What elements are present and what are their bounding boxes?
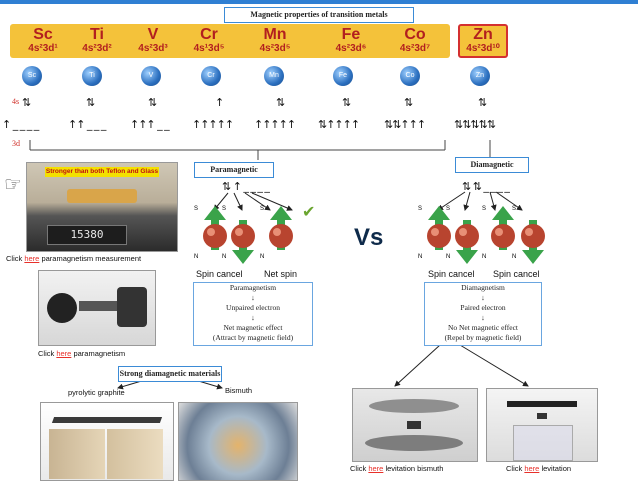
bismuth-label: Bismuth (225, 386, 253, 395)
pyrolytic-graphite-photo (40, 402, 174, 481)
dia-orbital-diagram: ⇅ ⇅ _ _ _ _ (462, 180, 510, 193)
paramagnetic-label: Paramagnetic (194, 162, 274, 178)
element-ball-sc: Sc (22, 66, 42, 86)
para-net-spin-label: Net spin (264, 269, 298, 279)
pole-label: S (512, 206, 517, 212)
element-ball-cr: Cr (201, 66, 221, 86)
element-symbol: Fe (341, 26, 361, 43)
label-4s: 4s (12, 97, 20, 106)
para-orbital-diagram: ⇅ ↑ _ _ _ _ (222, 180, 270, 193)
pole-label: S (418, 206, 423, 212)
spin-arrow-icon (203, 206, 227, 250)
element-symbol: Ti (90, 26, 104, 43)
element-symbol: Mn (263, 26, 287, 43)
dia-spin-cancel-label-2: Spin cancel (493, 269, 540, 279)
pole-label: N (418, 254, 423, 260)
paramagnetism-box: Paramagnetism ↓ Unpaired electron ↓ Net … (193, 282, 313, 346)
spin-arrow-icon (491, 206, 515, 250)
element-symbol: V (147, 26, 159, 43)
element-symbol: Sc (33, 26, 53, 43)
diamagnetism-box: Diamagnetism ↓ Paired electron ↓ No Net … (424, 282, 542, 346)
pole-label: N (482, 254, 487, 260)
element-symbol: Cr (200, 26, 218, 43)
pole-label: S (482, 206, 487, 212)
scale-readout: 15380 (47, 225, 127, 245)
caption-lev-bismuth[interactable]: Click here levitation bismuth (350, 464, 444, 473)
config-strip (10, 24, 450, 58)
measurement-photo: Stronger than both Teflon and Glass 1538… (26, 162, 178, 252)
pole-label: S (194, 206, 199, 212)
pole-label: S (446, 206, 451, 212)
pointing-hand-icon: ☞ (4, 172, 22, 196)
here-link-lev-bismuth[interactable]: here (368, 464, 384, 473)
caption-para-measure[interactable]: Click here paramagnetism measurement (6, 254, 142, 263)
pole-label: S (222, 206, 227, 212)
pole-label: N (512, 254, 517, 260)
dia-spin-cancel-label-1: Spin cancel (428, 269, 475, 279)
top-accent-bar (0, 0, 638, 4)
levitation-bismuth-photo (352, 388, 478, 462)
spin-arrow-icon (231, 220, 255, 264)
element-config: 4s²3d³ (138, 43, 168, 54)
element-config: 4s²3d¹⁰ (466, 43, 500, 54)
element-ball-co: Co (400, 66, 420, 86)
bismuth-photo (178, 402, 298, 481)
element-config: 4s²3d² (82, 43, 112, 54)
element-config: 4s¹3d⁵ (193, 43, 225, 54)
element-symbol: Zn (473, 26, 493, 43)
element-config: 4s²3d⁶ (335, 43, 367, 54)
label-3d: 3d (12, 139, 20, 148)
spin-arrow-icon (521, 220, 545, 264)
element-config: 4s²3d⁵ (259, 43, 291, 54)
caption-para[interactable]: Click here paramagnetism (38, 349, 126, 358)
spin-arrow-icon (269, 206, 293, 250)
pole-label: N (446, 254, 451, 260)
pyrolytic-graphite-label: pyrolytic graphite (68, 388, 125, 397)
spin-arrow-icon (427, 206, 451, 250)
para-spin-cancel-label: Spin cancel (196, 269, 243, 279)
element-config: 4s²3d¹ (28, 43, 58, 54)
pole-label: N (222, 254, 227, 260)
here-link-lev[interactable]: here (524, 464, 540, 473)
element-symbol: Co (404, 26, 426, 43)
levitation-photo (486, 388, 598, 462)
element-ball-v: V (141, 66, 161, 86)
pole-label: N (260, 254, 265, 260)
pole-label: N (194, 254, 199, 260)
vs-label: Vs (354, 224, 384, 251)
here-link-para[interactable]: here (56, 349, 72, 358)
teflon-banner: Stronger than both Teflon and Glass (45, 167, 159, 177)
diamagnetic-label: Diamagnetic (455, 157, 529, 173)
spin-arrow-icon (455, 220, 479, 264)
element-ball-fe: Fe (333, 66, 353, 86)
element-ball-ti: Ti (82, 66, 102, 86)
check-icon: ✔ (302, 202, 316, 221)
page-title: Magnetic properties of transition metals (224, 7, 414, 23)
element-config: 4s²3d⁷ (399, 43, 431, 54)
strong-diamagnetic-label: Strong diamagnetic materials (118, 366, 222, 382)
pole-label: S (260, 206, 265, 212)
caption-lev[interactable]: Click here levitation (506, 464, 572, 473)
clamp-photo (38, 270, 156, 346)
element-ball-zn: Zn (470, 66, 490, 86)
element-ball-mn: Mn (264, 66, 284, 86)
sample-block (67, 189, 137, 203)
here-link-measure[interactable]: here (24, 254, 40, 263)
zn-config-strip (458, 24, 508, 58)
